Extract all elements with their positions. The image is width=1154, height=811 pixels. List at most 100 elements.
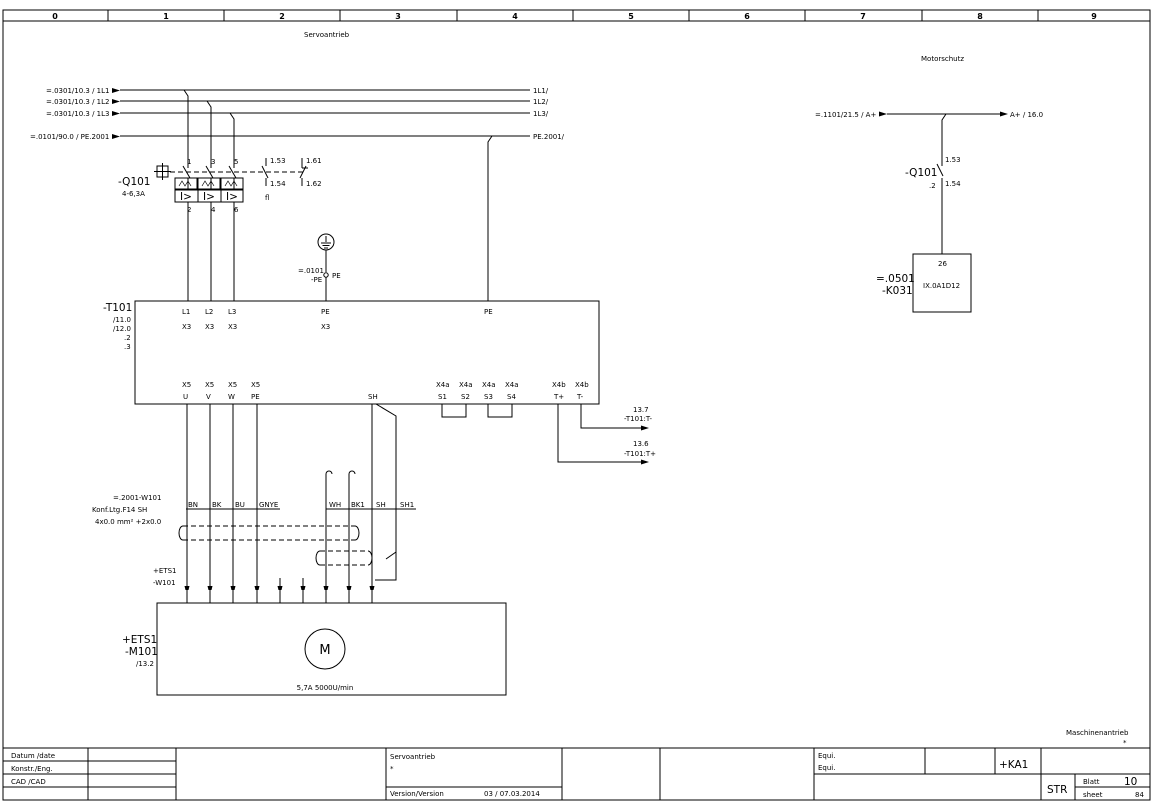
drawing-title-star: *: [390, 765, 394, 773]
terminal-label: 3: [211, 158, 215, 166]
breaker-q101: -Q101 4-6,3A 1 3 5 I> I> I>: [118, 157, 322, 301]
cable-tag: -W101: [153, 579, 176, 587]
core-label: GNYE: [259, 501, 278, 509]
column-number: 0: [52, 12, 58, 21]
cable-type: Konf.Ltg.F14 SH: [92, 506, 147, 514]
aux-contact-label: 1.62: [306, 180, 322, 188]
terminal-label: 5: [234, 158, 238, 166]
heading-motorschutz: Motorschutz: [921, 55, 964, 63]
sheet-total: 84: [1135, 791, 1144, 799]
column-number: 8: [977, 12, 983, 21]
motor-tag: -M101: [125, 646, 158, 658]
blatt-label: Blatt: [1083, 778, 1100, 786]
terminal-label: X4a: [482, 381, 496, 389]
terminal-label: X5: [251, 381, 260, 389]
aux-contact-label: 1.54: [270, 180, 286, 188]
terminal-label: 1: [187, 158, 191, 166]
supply-bus: =.0301/10.3 / 1L1 =.0301/10.3 / 1L2 =.03…: [30, 87, 565, 301]
terminal-label: X4b: [552, 381, 566, 389]
column-number: 7: [860, 12, 866, 21]
corner-title: Maschinenantrieb: [1066, 729, 1129, 737]
t101-ref: /11.0: [113, 316, 131, 324]
terminal-label: S3: [484, 393, 493, 401]
aux-mark: ﬂ: [265, 194, 269, 202]
pe-tag: -PE: [311, 276, 322, 284]
aux-contact-label: 1.61: [306, 157, 322, 165]
column-number: 1: [163, 12, 169, 21]
terminal-label: W: [228, 393, 235, 401]
konstr-label: Konstr./Eng.: [11, 765, 53, 773]
t101-ref: .2: [124, 334, 131, 342]
t-minus-tag: -T101:T-: [624, 415, 653, 423]
motorschutz-circuit: =.1101/21.5 / A+ A+ / 16.0 1.53 1.54 -Q1…: [815, 111, 1043, 313]
terminal-label: X3: [228, 323, 237, 331]
title-block: Maschinenantrieb * Datum /date Konstr./E…: [3, 729, 1150, 800]
blatt-number: 10: [1124, 776, 1137, 788]
ms-tag-sub: .2: [929, 182, 936, 190]
version-label: Version/Version: [390, 790, 444, 798]
equi-label: Equi.: [818, 764, 835, 772]
motor-ref: /13.2: [136, 660, 154, 668]
terminal-label: 6: [234, 206, 239, 214]
date-label: Datum /date: [11, 752, 55, 760]
supply-ref-pe: =.0101/90.0 / PE.2001: [30, 133, 109, 141]
supply-ref-1l2: =.0301/10.3 / 1L2: [46, 98, 109, 106]
terminal-label: 4: [211, 206, 216, 214]
corner-star: *: [1123, 739, 1127, 747]
motor-icon: [304, 628, 346, 670]
terminal-label: X3: [321, 323, 330, 331]
supply-out-1l3: 1L3/: [533, 110, 549, 118]
k031-tag: =.0501: [876, 273, 915, 285]
terminal-label: X5: [182, 381, 191, 389]
column-number: 6: [744, 12, 750, 21]
drawing-frame: [2, 9, 1151, 801]
t-plus-tag: -T101:T+: [624, 450, 656, 458]
terminal-label: X4a: [436, 381, 450, 389]
ms-out-ref: A+ / 16.0: [1010, 111, 1043, 119]
pe-ref: =.0101: [298, 267, 324, 275]
terminal-label: S4: [507, 393, 516, 401]
terminal-label: U: [183, 393, 188, 401]
supply-out-1l2: 1L2/: [533, 98, 549, 106]
terminal-label: 2: [187, 206, 191, 214]
supply-out-pe: PE.2001/: [533, 133, 565, 141]
supply-ref-1l1: =.0301/10.3 / 1L1: [46, 87, 109, 95]
ms-tag: -Q101: [905, 167, 937, 179]
supply-ref-1l3: =.0301/10.3 / 1L3: [46, 110, 109, 118]
t101-ref: /12.0: [113, 325, 131, 333]
terminal-label: X5: [205, 381, 214, 389]
core-label: BU: [235, 501, 245, 509]
terminal-label: X4b: [575, 381, 589, 389]
terminal-label: V: [206, 393, 211, 401]
column-number: 4: [512, 12, 518, 21]
trip-symbol: I>: [226, 191, 238, 203]
q101-tag: -Q101: [118, 176, 150, 188]
supply-out-1l1: 1L1/: [533, 87, 549, 95]
motor-m101: +ETS1 -M101 /13.2 M 5,7A 5000U/min: [122, 602, 507, 696]
terminal-label: PE: [321, 308, 330, 316]
k031-tag: -K031: [882, 285, 913, 297]
ms-contact-label: 1.53: [945, 156, 961, 164]
cable-ref: =.2001-W101: [113, 494, 161, 502]
column-ruler: 0 1 2 3 4 5 6 7 8 9: [52, 12, 1097, 21]
terminal-label: L1: [182, 308, 190, 316]
connector-pins: [184, 586, 375, 603]
terminal-label: SH: [368, 393, 378, 401]
trip-symbol: I>: [180, 191, 192, 203]
drive-t101: -T101 /11.0 /12.0 .2 .3 L1 X3 L2 X3 L3 X…: [103, 300, 656, 465]
ms-in-ref: =.1101/21.5 / A+: [815, 111, 876, 119]
t-minus-ref: 13.7: [633, 406, 649, 414]
t101-ref: .3: [124, 343, 131, 351]
cable-location: +ETS1: [153, 567, 176, 575]
core-label: BK1: [351, 501, 365, 509]
core-label: BK: [212, 501, 222, 509]
terminal-label: L2: [205, 308, 213, 316]
version-value: 03 / 07.03.2014: [484, 790, 540, 798]
column-number: 9: [1091, 12, 1097, 21]
cad-label: CAD /CAD: [11, 778, 46, 786]
column-number: 5: [628, 12, 634, 21]
terminal-label: S1: [438, 393, 447, 401]
heading-servoantrieb: Servoantrieb: [304, 31, 350, 39]
core-label: WH: [329, 501, 341, 509]
